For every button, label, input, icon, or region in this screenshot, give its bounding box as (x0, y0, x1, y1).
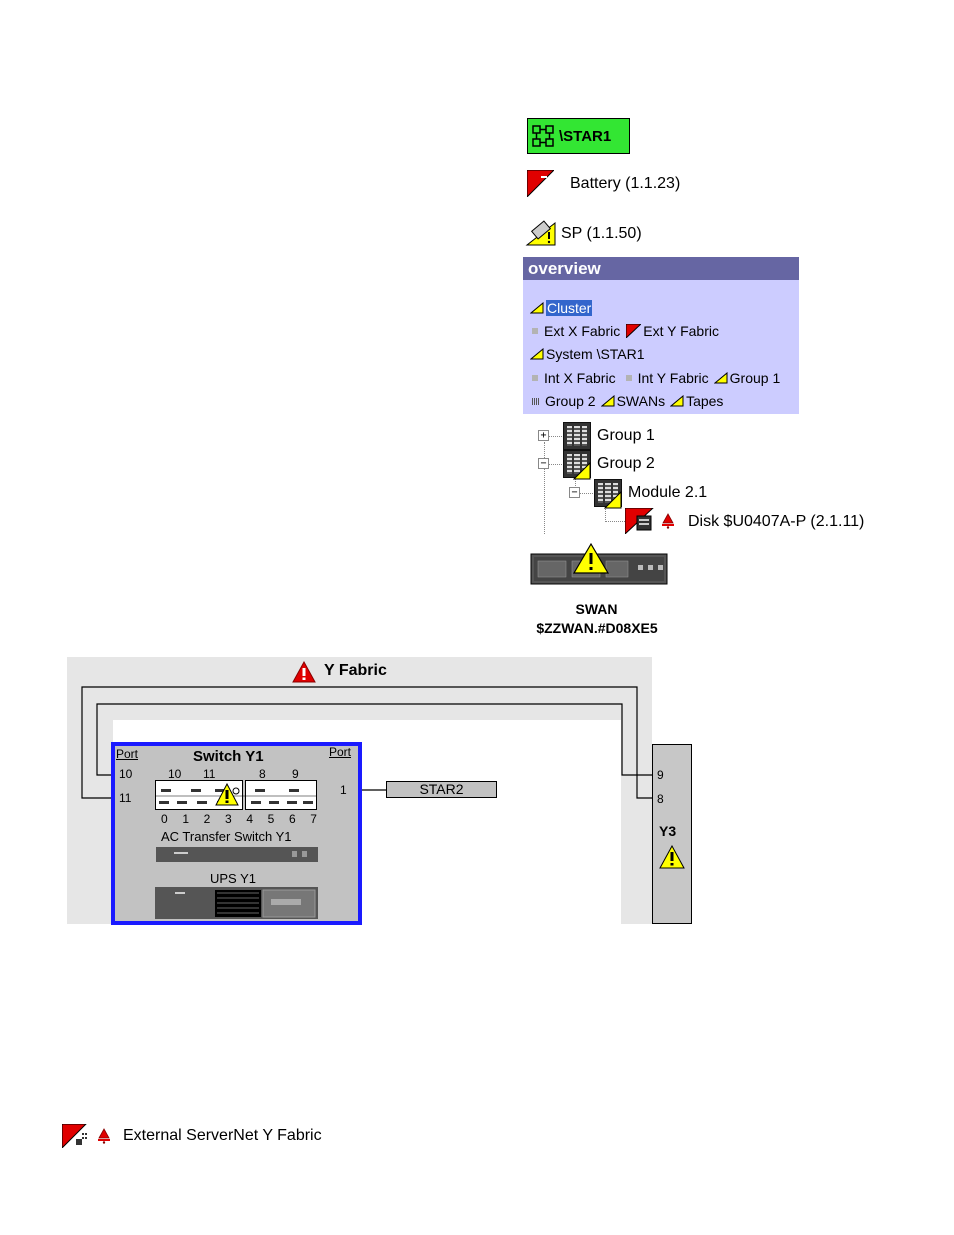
warning-icon (670, 395, 684, 407)
expand-icon[interactable]: + (538, 430, 549, 441)
tree-line (549, 436, 562, 437)
warning-icon (659, 845, 685, 869)
sp-label[interactable]: SP (1.1.50) (561, 225, 642, 242)
bottom-port-4[interactable]: 4 (246, 812, 253, 826)
tree-line (575, 470, 576, 492)
overview-link-swans[interactable]: SWANs (616, 393, 666, 409)
star1-node[interactable]: \STAR1 (527, 118, 630, 154)
bottom-port-2[interactable]: 2 (203, 812, 211, 826)
network-icon (532, 125, 554, 147)
bottom-port-3[interactable]: 3 (224, 812, 232, 826)
ok-status-icon (532, 375, 538, 381)
fabric-alarm-icon (62, 1124, 87, 1148)
overview-link-system[interactable]: System \STAR1 (546, 346, 645, 362)
overview-panel: overview Cluster Ext X Fabric Ext Y Fabr… (523, 257, 799, 414)
ok-status-icon (532, 328, 538, 334)
warning-icon (530, 302, 544, 314)
bottom-port-1[interactable]: 1 (182, 812, 190, 826)
overview-link-group1[interactable]: Group 1 (729, 370, 781, 386)
top-port-10[interactable]: 10 (168, 767, 182, 781)
tree-line (605, 500, 606, 522)
warning-overlay-icon (573, 462, 591, 480)
top-port-9[interactable]: 9 (292, 767, 299, 781)
fabric-title: Y Fabric (324, 662, 387, 679)
warning-icon (215, 783, 239, 806)
tree-item-module[interactable]: Module 2.1 (628, 484, 708, 501)
bottom-port-6[interactable]: 6 (288, 812, 296, 826)
group1-cabinet-icon (563, 422, 591, 450)
overview-link-tapes[interactable]: Tapes (686, 393, 724, 409)
overview-title: overview (523, 257, 799, 280)
star1-label: \STAR1 (559, 127, 612, 145)
warning-icon (530, 348, 544, 360)
bottom-port-7[interactable]: 7 (310, 812, 317, 826)
y3-port-8[interactable]: 8 (657, 792, 664, 806)
tree-item-group2[interactable]: Group 2 (597, 455, 655, 472)
right-port-1[interactable]: 1 (340, 783, 347, 797)
ok-status-icon (625, 375, 632, 381)
battery-label[interactable]: Battery (1.1.23) (570, 175, 681, 192)
legend-label: External ServerNet Y Fabric (123, 1127, 322, 1144)
y3-label: Y3 (659, 823, 677, 839)
switch-title: Switch Y1 (193, 748, 264, 765)
collapse-icon[interactable]: − (569, 487, 580, 498)
ups-device-icon[interactable] (155, 887, 318, 919)
star2-node[interactable]: STAR2 (386, 781, 497, 798)
overview-link-cluster[interactable]: Cluster (546, 300, 593, 316)
ac-transfer-device-icon[interactable] (156, 847, 318, 862)
tree-item-group1[interactable]: Group 1 (597, 427, 655, 444)
warning-overlay-icon (604, 491, 622, 509)
overview-link-int-y-fabric[interactable]: Int Y Fabric (637, 370, 709, 386)
bottom-port-5[interactable]: 5 (267, 812, 275, 826)
tree-line (549, 464, 562, 465)
swan-id: $ZZWAN.#D08XE5 (536, 620, 658, 636)
top-port-8[interactable]: 8 (259, 767, 266, 781)
collapse-icon[interactable]: − (538, 458, 549, 469)
warning-icon (600, 395, 615, 407)
port-left-header: Port (116, 747, 139, 761)
overview-link-int-x-fabric[interactable]: Int X Fabric (544, 370, 616, 386)
left-port-11[interactable]: 11 (119, 791, 132, 805)
alarm-bell-icon (98, 1128, 110, 1144)
tree-line (605, 521, 625, 522)
warning-icon (713, 372, 728, 384)
critical-alarm-icon (527, 170, 554, 197)
overview-link-ext-y-fabric[interactable]: Ext Y Fabric (643, 323, 719, 339)
bottom-port-row: 0 1 2 3 4 5 6 7 (159, 812, 319, 826)
port-right-header: Port (329, 745, 352, 759)
tree-item-disk[interactable]: Disk $U0407A-P (2.1.11) (688, 513, 865, 530)
sp-warning-icon (525, 220, 556, 246)
swan-device-icon[interactable] (530, 541, 668, 586)
tree-line (544, 442, 545, 534)
swan-name: SWAN (575, 601, 618, 617)
ups-label: UPS Y1 (210, 871, 257, 886)
y3-node[interactable] (652, 744, 692, 924)
alarm-bell-icon (662, 513, 674, 529)
group-status-icon (532, 397, 539, 405)
y3-port-9[interactable]: 9 (657, 768, 664, 782)
overview-link-group2[interactable]: Group 2 (545, 393, 596, 409)
bottom-port-0[interactable]: 0 (161, 812, 168, 826)
tree-line (580, 493, 593, 494)
disk-alarm-icon (625, 508, 654, 534)
critical-alarm-icon (626, 324, 642, 338)
overview-link-ext-x-fabric[interactable]: Ext X Fabric (544, 323, 621, 339)
critical-warning-icon (292, 661, 316, 683)
ac-transfer-label: AC Transfer Switch Y1 (161, 829, 292, 844)
left-port-10[interactable]: 10 (119, 767, 133, 781)
top-port-11[interactable]: 11 (203, 767, 216, 781)
